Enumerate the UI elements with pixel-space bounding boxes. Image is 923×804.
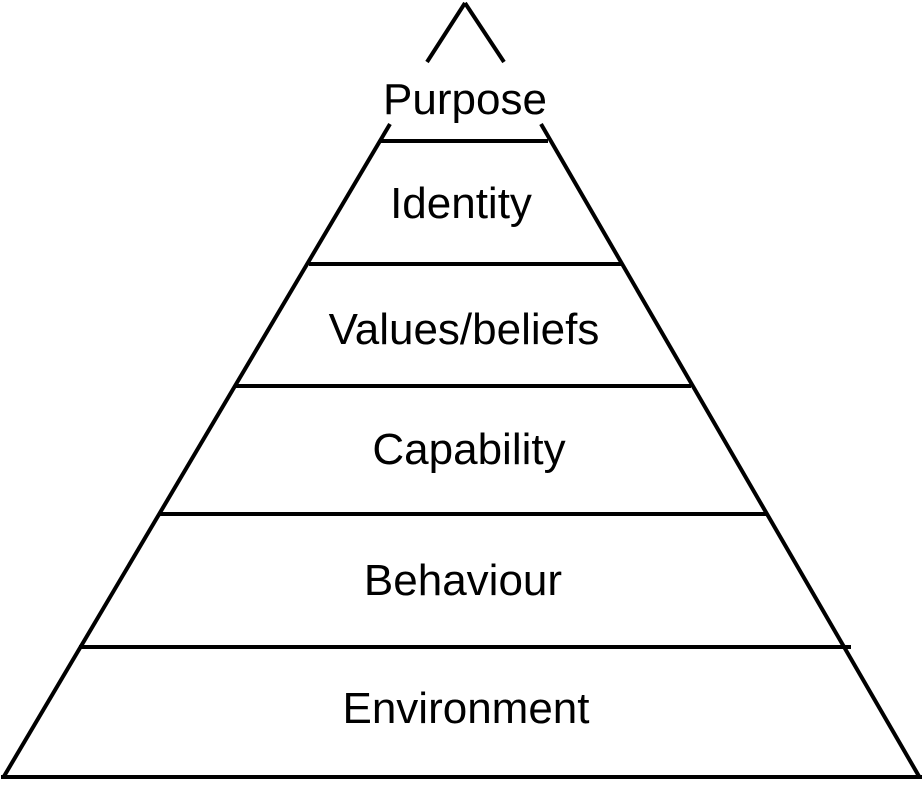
pyramid-right-edge	[539, 122, 922, 780]
level-label-environment: Environment	[342, 684, 589, 733]
level-label-values-beliefs: Values/beliefs	[329, 305, 600, 354]
level-label-behaviour: Behaviour	[364, 556, 562, 605]
apex-right-edge	[463, 1, 506, 64]
apex-left-edge	[425, 1, 467, 64]
pyramid-left-edge	[1, 122, 392, 780]
level-label-purpose: Purpose	[383, 75, 547, 124]
level-label-identity: Identity	[390, 179, 532, 228]
level-label-capability: Capability	[372, 425, 565, 474]
